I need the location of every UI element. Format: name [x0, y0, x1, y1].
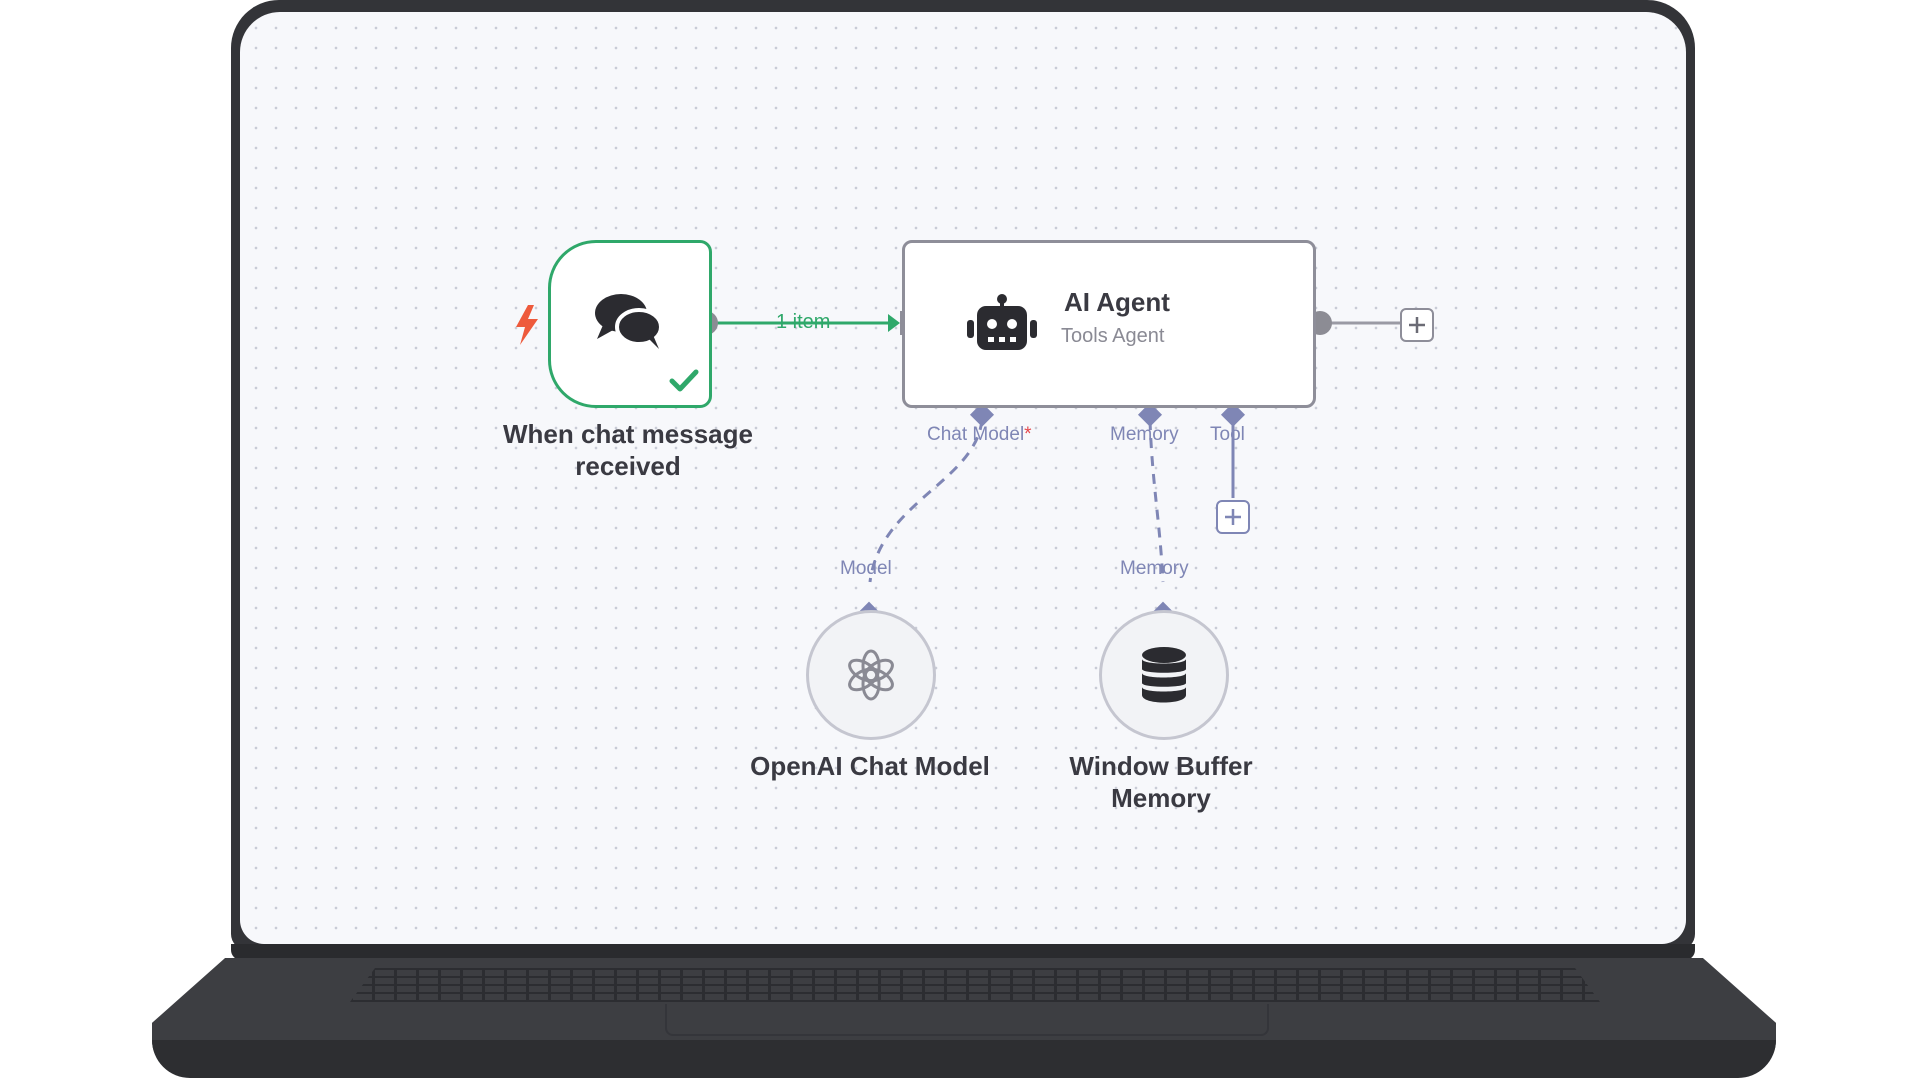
trigger-node-label: When chat message received — [503, 419, 753, 481]
trigger-bolt-icon — [516, 305, 538, 345]
memory-connection[interactable] — [1148, 419, 1165, 583]
arrow-head-icon — [888, 314, 900, 332]
checkmark-icon — [669, 369, 699, 392]
agent-title: AI Agent — [1064, 287, 1170, 317]
memory-node-label: Window Buffer Memory — [1069, 751, 1253, 813]
chat-model-port-label: Chat Model* — [927, 424, 1032, 445]
chat-trigger-node[interactable] — [548, 240, 712, 408]
tool-port-diamond[interactable] — [1220, 402, 1246, 427]
tool-port-label: Tool — [1210, 424, 1245, 445]
add-tool-button[interactable] — [1216, 500, 1250, 534]
connections-layer — [694, 311, 1400, 626]
model-connection[interactable] — [868, 419, 984, 583]
ai-agent-node[interactable]: AI Agent Tools Agent — [902, 240, 1316, 408]
memory-node-port-label: Memory — [1120, 558, 1189, 579]
memory-port-label: Memory — [1110, 424, 1179, 445]
connection-item-count: 1 item — [776, 311, 831, 333]
chat-bubbles-icon — [595, 294, 663, 349]
window-buffer-memory-node[interactable] — [1099, 610, 1229, 740]
plus-icon — [1409, 317, 1425, 333]
laptop-keyboard — [350, 968, 1600, 1002]
laptop-hinge — [231, 944, 1695, 960]
memory-port-diamond[interactable] — [1137, 402, 1163, 427]
openai-chat-model-node[interactable] — [806, 610, 936, 740]
openai-icon — [848, 649, 894, 701]
add-node-button[interactable] — [1400, 308, 1434, 342]
laptop-trackpad — [665, 1004, 1269, 1036]
agent-subtitle: Tools Agent — [1061, 325, 1165, 347]
database-icon — [1142, 647, 1186, 703]
plus-icon — [1225, 509, 1241, 525]
workflow-canvas[interactable]: 1 item — [240, 12, 1686, 944]
openai-node-label: OpenAI Chat Model — [750, 751, 990, 781]
robot-icon — [967, 294, 1037, 350]
model-port-label: Model — [840, 558, 892, 579]
laptop-base-front — [152, 1040, 1776, 1078]
